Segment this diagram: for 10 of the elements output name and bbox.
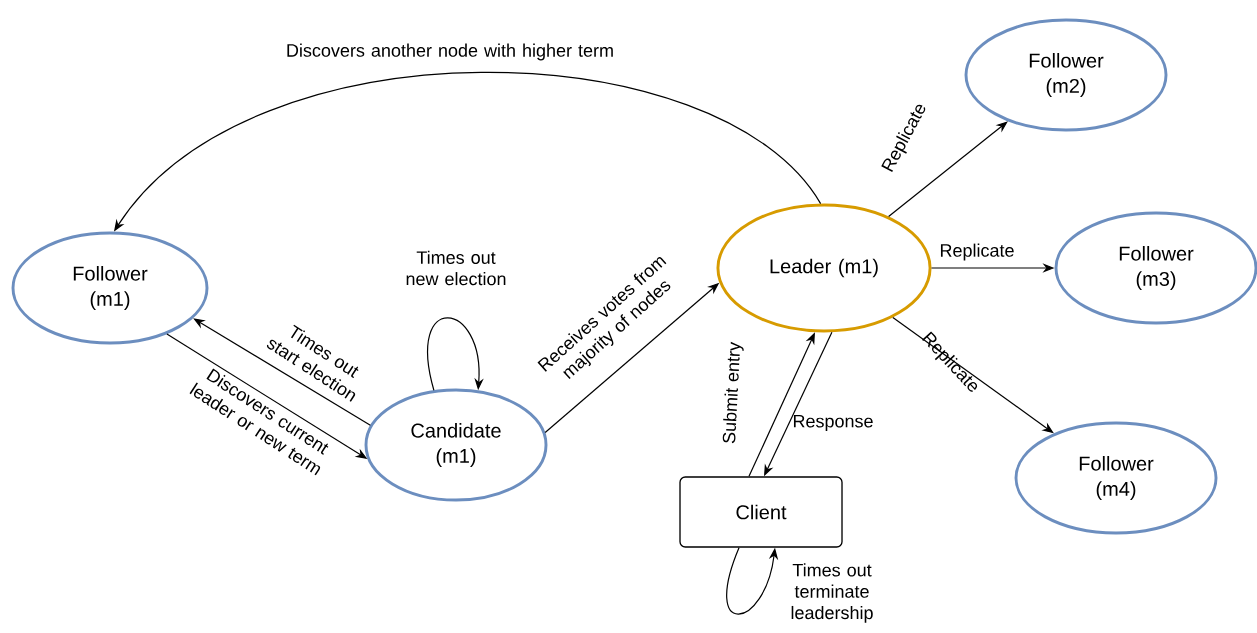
edge-label: Discovers another node with higher term bbox=[287, 43, 613, 61]
edge-label: Replicate bbox=[940, 243, 1014, 261]
edge-label: Response bbox=[793, 414, 873, 432]
arrow bbox=[888, 121, 1008, 218]
arrow bbox=[193, 318, 371, 426]
process-box: Client bbox=[679, 476, 843, 548]
edge-label: Times out terminate leadership bbox=[791, 563, 873, 623]
edge-label: Submit entry bbox=[722, 341, 744, 444]
arrow bbox=[427, 317, 484, 391]
edge-label: Times out new election bbox=[406, 250, 506, 286]
